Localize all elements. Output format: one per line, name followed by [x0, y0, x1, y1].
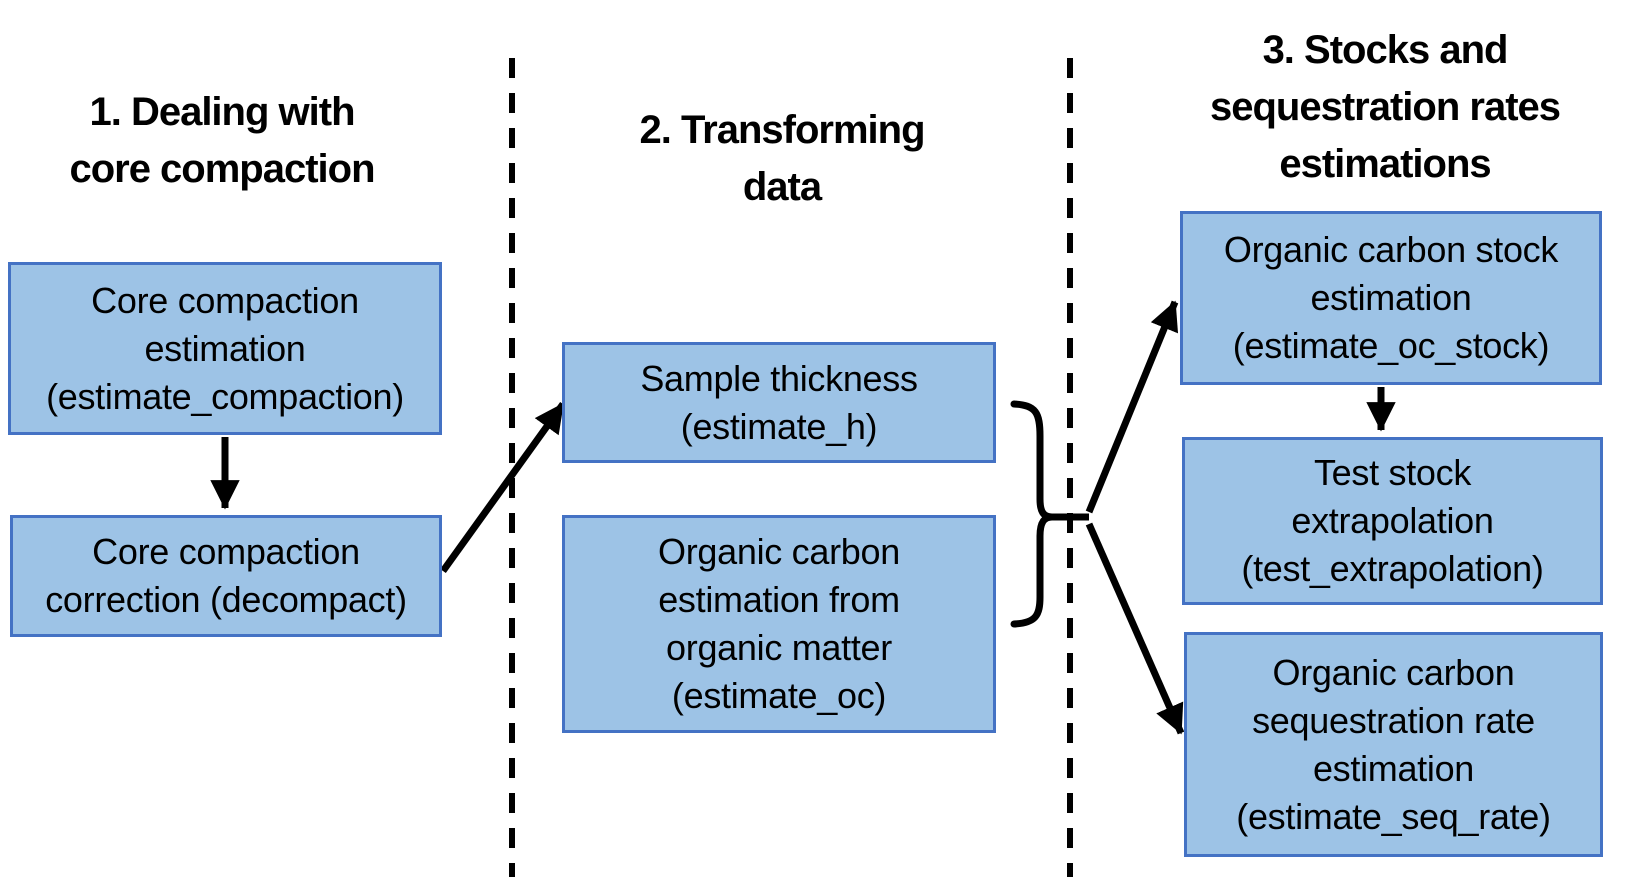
node-organic-carbon-sequestration-rate: Organic carbon sequestration rate estima…	[1184, 632, 1603, 857]
node-label-line: Sample thickness	[640, 357, 918, 399]
title-line: sequestration rates	[1209, 85, 1561, 129]
node-label-line: extrapolation	[1291, 500, 1494, 541]
node-label-line: Core compaction	[92, 531, 360, 572]
title-line: 2. Transforming	[639, 108, 925, 152]
curly-brace	[1010, 400, 1053, 628]
node-label-line: estimation	[1312, 747, 1475, 789]
node-organic-carbon-stock-estimation: Organic carbon stock estimation (estimat…	[1180, 211, 1602, 385]
node-label-line: Organic carbon	[658, 531, 900, 572]
node-label-line: correction (decompact)	[45, 579, 407, 620]
node-label-line: (estimate_h)	[680, 405, 878, 447]
node-label-line: (test_extrapolation)	[1241, 548, 1544, 589]
node-sample-thickness: Sample thickness (estimate_h)	[562, 342, 996, 463]
node-label-line: estimation from	[658, 579, 900, 620]
section-title-stocks-and-sequestration-rates: 3. Stocks and sequestration rates estima…	[1165, 22, 1605, 193]
arrow-correction-to-sample-thickness	[440, 401, 566, 574]
node-label-line: estimation	[1310, 277, 1472, 318]
arrow-brace-to-oc-stock	[1085, 300, 1179, 514]
arrow-brace-to-seq-rate	[1085, 522, 1185, 735]
node-label-line: Core compaction	[91, 279, 359, 321]
section-title-transforming-data: 2. Transforming data	[562, 102, 1002, 216]
node-label-line: Test stock	[1313, 452, 1472, 493]
node-label-line: (estimate_oc_stock)	[1232, 325, 1550, 366]
title-line: core compaction	[69, 147, 375, 191]
node-test-stock-extrapolation: Test stock extrapolation (test_extrapola…	[1182, 437, 1603, 605]
title-line: estimations	[1279, 142, 1491, 186]
node-organic-carbon-estimation: Organic carbon estimation from organic m…	[562, 515, 996, 733]
title-line: data	[742, 165, 822, 209]
node-core-compaction-correction: Core compaction correction (decompact)	[10, 515, 442, 637]
node-label-line: (estimate_oc)	[671, 675, 887, 716]
node-core-compaction-estimation: Core compaction estimation (estimate_com…	[8, 262, 442, 435]
node-label-line: estimation	[144, 327, 306, 369]
node-label-line: Organic carbon stock	[1223, 229, 1559, 270]
node-label-line: organic matter	[666, 627, 892, 668]
node-label-line: (estimate_seq_rate)	[1236, 795, 1551, 837]
title-line: 1. Dealing with	[89, 90, 355, 134]
node-label-line: (estimate_compaction)	[46, 375, 404, 417]
node-label-line: Organic carbon	[1272, 651, 1515, 693]
section-title-dealing-with-core-compaction: 1. Dealing with core compaction	[2, 84, 442, 198]
title-line: 3. Stocks and	[1262, 28, 1509, 72]
node-label-line: sequestration rate	[1252, 699, 1535, 741]
